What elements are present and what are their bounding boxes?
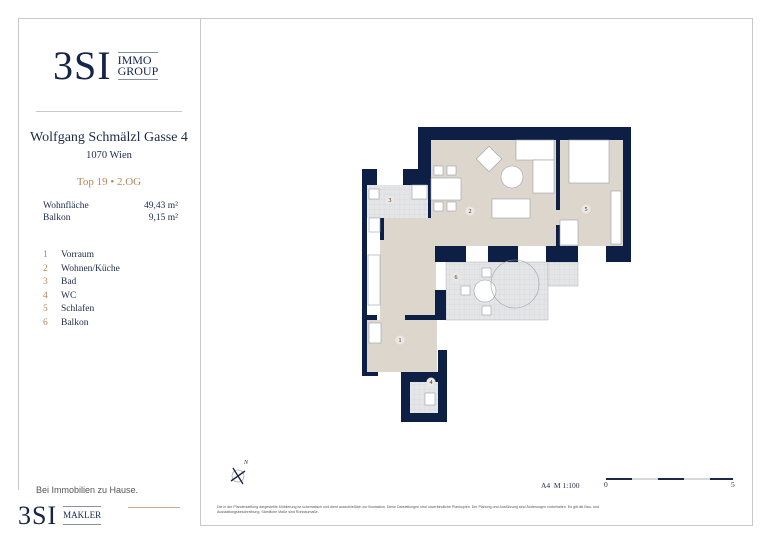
address-city: 1070 Wien [86,150,132,161]
hall-floor [380,218,436,320]
frame-left [18,18,19,490]
makler-logo-mark: 3SI [18,500,58,530]
legend-num: 4 [43,290,48,301]
logo-line1: IMMO [117,53,152,67]
area-facts: Wohnfläche 49,43 m² Balkon 9,15 m² [43,200,178,224]
makler-logo: 3SI MAKLER [14,498,122,533]
room-number-3: 3 [389,198,392,204]
room-number-4: 4 [430,380,433,386]
legend-name: Wohnen/Küche [61,263,120,274]
scale-end: 5 [731,480,735,489]
legend-item: 3 Bad [43,276,120,290]
room-number-1: 1 [399,338,402,344]
frame-top [18,18,752,19]
fact-value: 9,15 m² [148,213,178,223]
scale-bar [606,478,733,480]
legend-item: 2 Wohnen/Küche [43,263,120,277]
makler-logo-text: MAKLER [63,506,102,525]
legend-num: 5 [43,304,48,315]
frame-bottom [200,525,753,526]
accent-line [128,507,180,508]
disclaimer: Die in der Planderstellung dargestellte … [217,505,599,514]
room-number-6: 6 [455,275,458,281]
unit-label: Top 19 • 2.OG [76,176,142,188]
furniture [367,139,622,406]
legend-item: 6 Balkon [43,317,120,331]
logo-separator [36,111,182,112]
fact-row: Balkon 9,15 m² [43,212,178,224]
fact-row: Wohnfläche 49,43 m² [43,200,178,212]
logo-mark: 3SI [53,43,112,88]
legend-item: 1 Vorraum [43,249,120,263]
compass-icon [230,467,246,485]
legend-name: WC [61,290,77,301]
fact-label: Balkon [43,213,71,223]
scale-label: A4 M 1:100 [541,481,580,490]
address-street: Wolfgang Schmälzl Gasse 4 [30,130,188,145]
fact-label: Wohnfläche [43,201,89,211]
compass-north-label: N [243,460,249,466]
legend-item: 5 Schlafen [43,303,120,317]
legend-name: Vorraum [61,250,95,260]
room-number-2: 2 [469,209,472,215]
legend-name: Bad [61,277,77,288]
legend-item: 4 WC [43,290,120,304]
frame-divider [200,18,201,525]
legend-name: Balkon [61,317,89,328]
legend-name: Schlafen [61,304,95,315]
room-legend: 1 Vorraum 2 Wohnen/Küche 3 Bad 4 WC 5 Schlafe… [43,249,120,331]
fact-value: 49,43 m² [144,201,178,211]
balcony-ext-floor [547,261,579,287]
legend-num: 1 [43,250,48,260]
legend-num: 6 [43,317,48,328]
walls [362,127,631,422]
room-number-5: 5 [585,207,588,213]
legend-num: 3 [43,277,48,288]
logo-line2: GROUP [117,64,159,78]
scale-start: 0 [604,480,608,489]
tagline: Bei Immobilien zu Hause. [36,485,139,495]
legend-num: 2 [43,263,48,274]
frame-right [752,18,753,525]
